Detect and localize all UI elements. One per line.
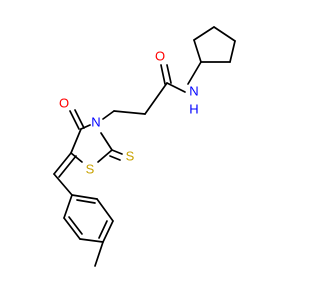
amide-c-n-bond: [166, 82, 186, 93]
amide-oxygen-label: O: [155, 48, 165, 63]
amide-c-o-double-bond-inner: [166, 64, 172, 84]
ring-c5-s-bond: [70, 152, 83, 163]
linker-bond: [113, 110, 146, 115]
benzene-double-bond: [76, 199, 96, 204]
molecule-diagram: O N H O N S S: [53, 26, 236, 267]
benzene-bond: [71, 194, 98, 200]
ring-nitrogen-label: N: [91, 114, 100, 129]
ring-carbonyl-o-double-bond-outer: [69, 110, 80, 130]
exocyclic-alkene-inner: [58, 155, 77, 178]
cyclopentyl-bond: [193, 39, 202, 63]
linker-n-bond: [102, 110, 115, 120]
thione-double-bond-inner: [109, 155, 121, 161]
benzene-double-bond: [98, 220, 108, 239]
thione-double-bond-outer: [111, 149, 123, 155]
benzene-bond: [79, 238, 104, 243]
vinyl-aryl-bond: [53, 173, 73, 196]
benzene-bond: [102, 220, 114, 243]
benzene-bond: [63, 194, 73, 219]
cyclopentyl-bond: [229, 40, 236, 63]
cyclopentyl-bond: [213, 26, 236, 42]
ring-n-carbonyl-bond: [80, 124, 91, 130]
bond-layer: [53, 26, 236, 267]
ring-carbonyl-o-double-bond-inner: [74, 109, 85, 129]
atom-label-layer: O N H O N S S: [59, 48, 199, 176]
structure-canvas: O N H O N S S: [53, 26, 236, 267]
amide-n-cyclopentyl-bond: [187, 61, 202, 85]
thione-sulfur-label: S: [126, 148, 135, 163]
ring-s-c2-bond: [97, 149, 113, 163]
amide-nitrogen-label: N: [189, 83, 198, 98]
amide-hydrogen-label: H: [189, 101, 198, 116]
cyclopentyl-bond: [193, 26, 215, 41]
ring-carbonyl-c5-bond: [70, 128, 82, 154]
amide-c-o-double-bond-outer: [160, 64, 166, 85]
methyl-bond: [94, 241, 104, 267]
linker-bond: [144, 82, 168, 115]
benzene-bond: [63, 217, 81, 240]
ring-n-thiocarbonyl-bond: [100, 132, 113, 151]
ring-sulfur-label: S: [86, 161, 95, 176]
exocyclic-alkene-outer: [53, 152, 72, 175]
ring-oxygen-label: O: [59, 95, 69, 110]
benzene-double-bond: [68, 216, 83, 235]
benzene-bond: [96, 198, 114, 222]
